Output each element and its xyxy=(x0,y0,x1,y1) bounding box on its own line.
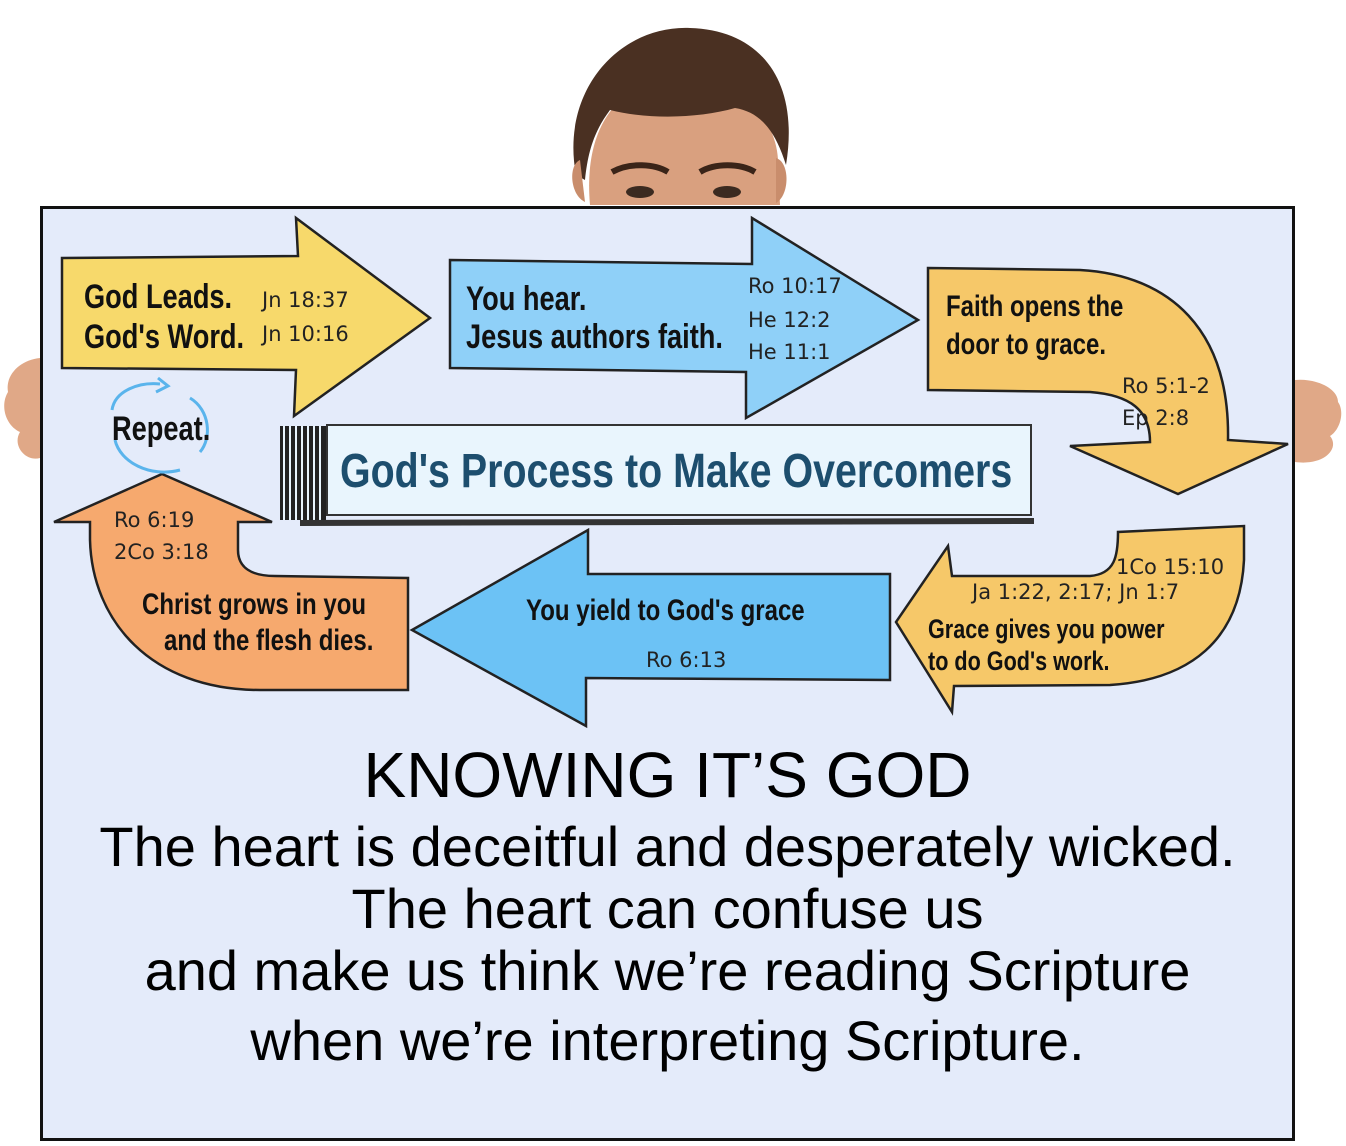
step-4-line-1: Grace gives you power xyxy=(928,614,1165,644)
step-3-line-2: door to grace. xyxy=(946,328,1107,361)
hand-right xyxy=(1295,379,1342,463)
step-6-line-1: Christ grows in you xyxy=(142,588,367,621)
eye-right xyxy=(713,186,741,198)
step-1-line-2: God's Word. xyxy=(84,318,245,356)
step-5-line-1: You yield to God's grace xyxy=(526,594,805,627)
step-4-line-2: to do God's work. xyxy=(928,646,1110,676)
message-heading: KNOWING IT’S GOD xyxy=(363,739,972,811)
step-2-line-1: You hear. xyxy=(466,280,587,318)
step-6-ref-2: 2Co 3:18 xyxy=(114,540,209,564)
diagram-title: God's Process to Make Overcomers xyxy=(340,445,1013,498)
arrow-step-3 xyxy=(926,266,1289,496)
step-2-ref-2: He 12:2 xyxy=(748,308,831,332)
message-line-4: when we’re interpreting Scripture. xyxy=(250,1009,1085,1072)
hand-left xyxy=(4,358,40,459)
message-line-3: and make us think we’re reading Scriptur… xyxy=(144,939,1191,1002)
eye-left xyxy=(626,186,654,198)
step-5-ref-1: Ro 6:13 xyxy=(646,648,727,672)
step-3-line-1: Faith opens the xyxy=(946,290,1124,323)
step-4-ref-1: 1Co 15:10 xyxy=(1116,555,1225,579)
step-2-ref-3: He 11:1 xyxy=(748,340,831,364)
step-2-line-2: Jesus authors faith. xyxy=(466,318,723,356)
step-6-line-2: and the flesh dies. xyxy=(164,624,374,657)
arrow-step-4 xyxy=(894,524,1246,716)
brow-left xyxy=(610,162,670,175)
message-line-1: The heart is deceitful and desperately w… xyxy=(99,815,1236,878)
arrow-step-1 xyxy=(60,215,433,419)
hair-shape xyxy=(573,27,789,180)
step-3-ref-1: Ro 5:1-2 xyxy=(1122,374,1210,398)
repeat-icon xyxy=(110,376,209,474)
ear-left xyxy=(572,160,585,202)
step-4-ref-2: Ja 1:22, 2:17; Jn 1:7 xyxy=(972,580,1180,604)
message-line-2: The heart can confuse us xyxy=(351,877,984,940)
arrow-step-6 xyxy=(53,472,410,692)
step-1-ref-1: Jn 18:37 xyxy=(262,288,349,312)
diagram-title-box xyxy=(326,424,1032,516)
step-6-ref-1: Ro 6:19 xyxy=(114,508,195,532)
step-1-line-1: God Leads. xyxy=(84,278,233,316)
brow-right xyxy=(698,162,757,175)
ear-right xyxy=(776,158,787,203)
step-3-ref-2: Ep 2:8 xyxy=(1122,406,1190,430)
step-1-ref-2: Jn 10:16 xyxy=(262,322,349,346)
arrow-step-5 xyxy=(409,527,892,729)
arrow-step-2 xyxy=(448,215,921,421)
repeat-label: Repeat. xyxy=(112,410,211,448)
title-underline xyxy=(300,518,1034,526)
step-2-ref-1: Ro 10:17 xyxy=(748,274,842,298)
